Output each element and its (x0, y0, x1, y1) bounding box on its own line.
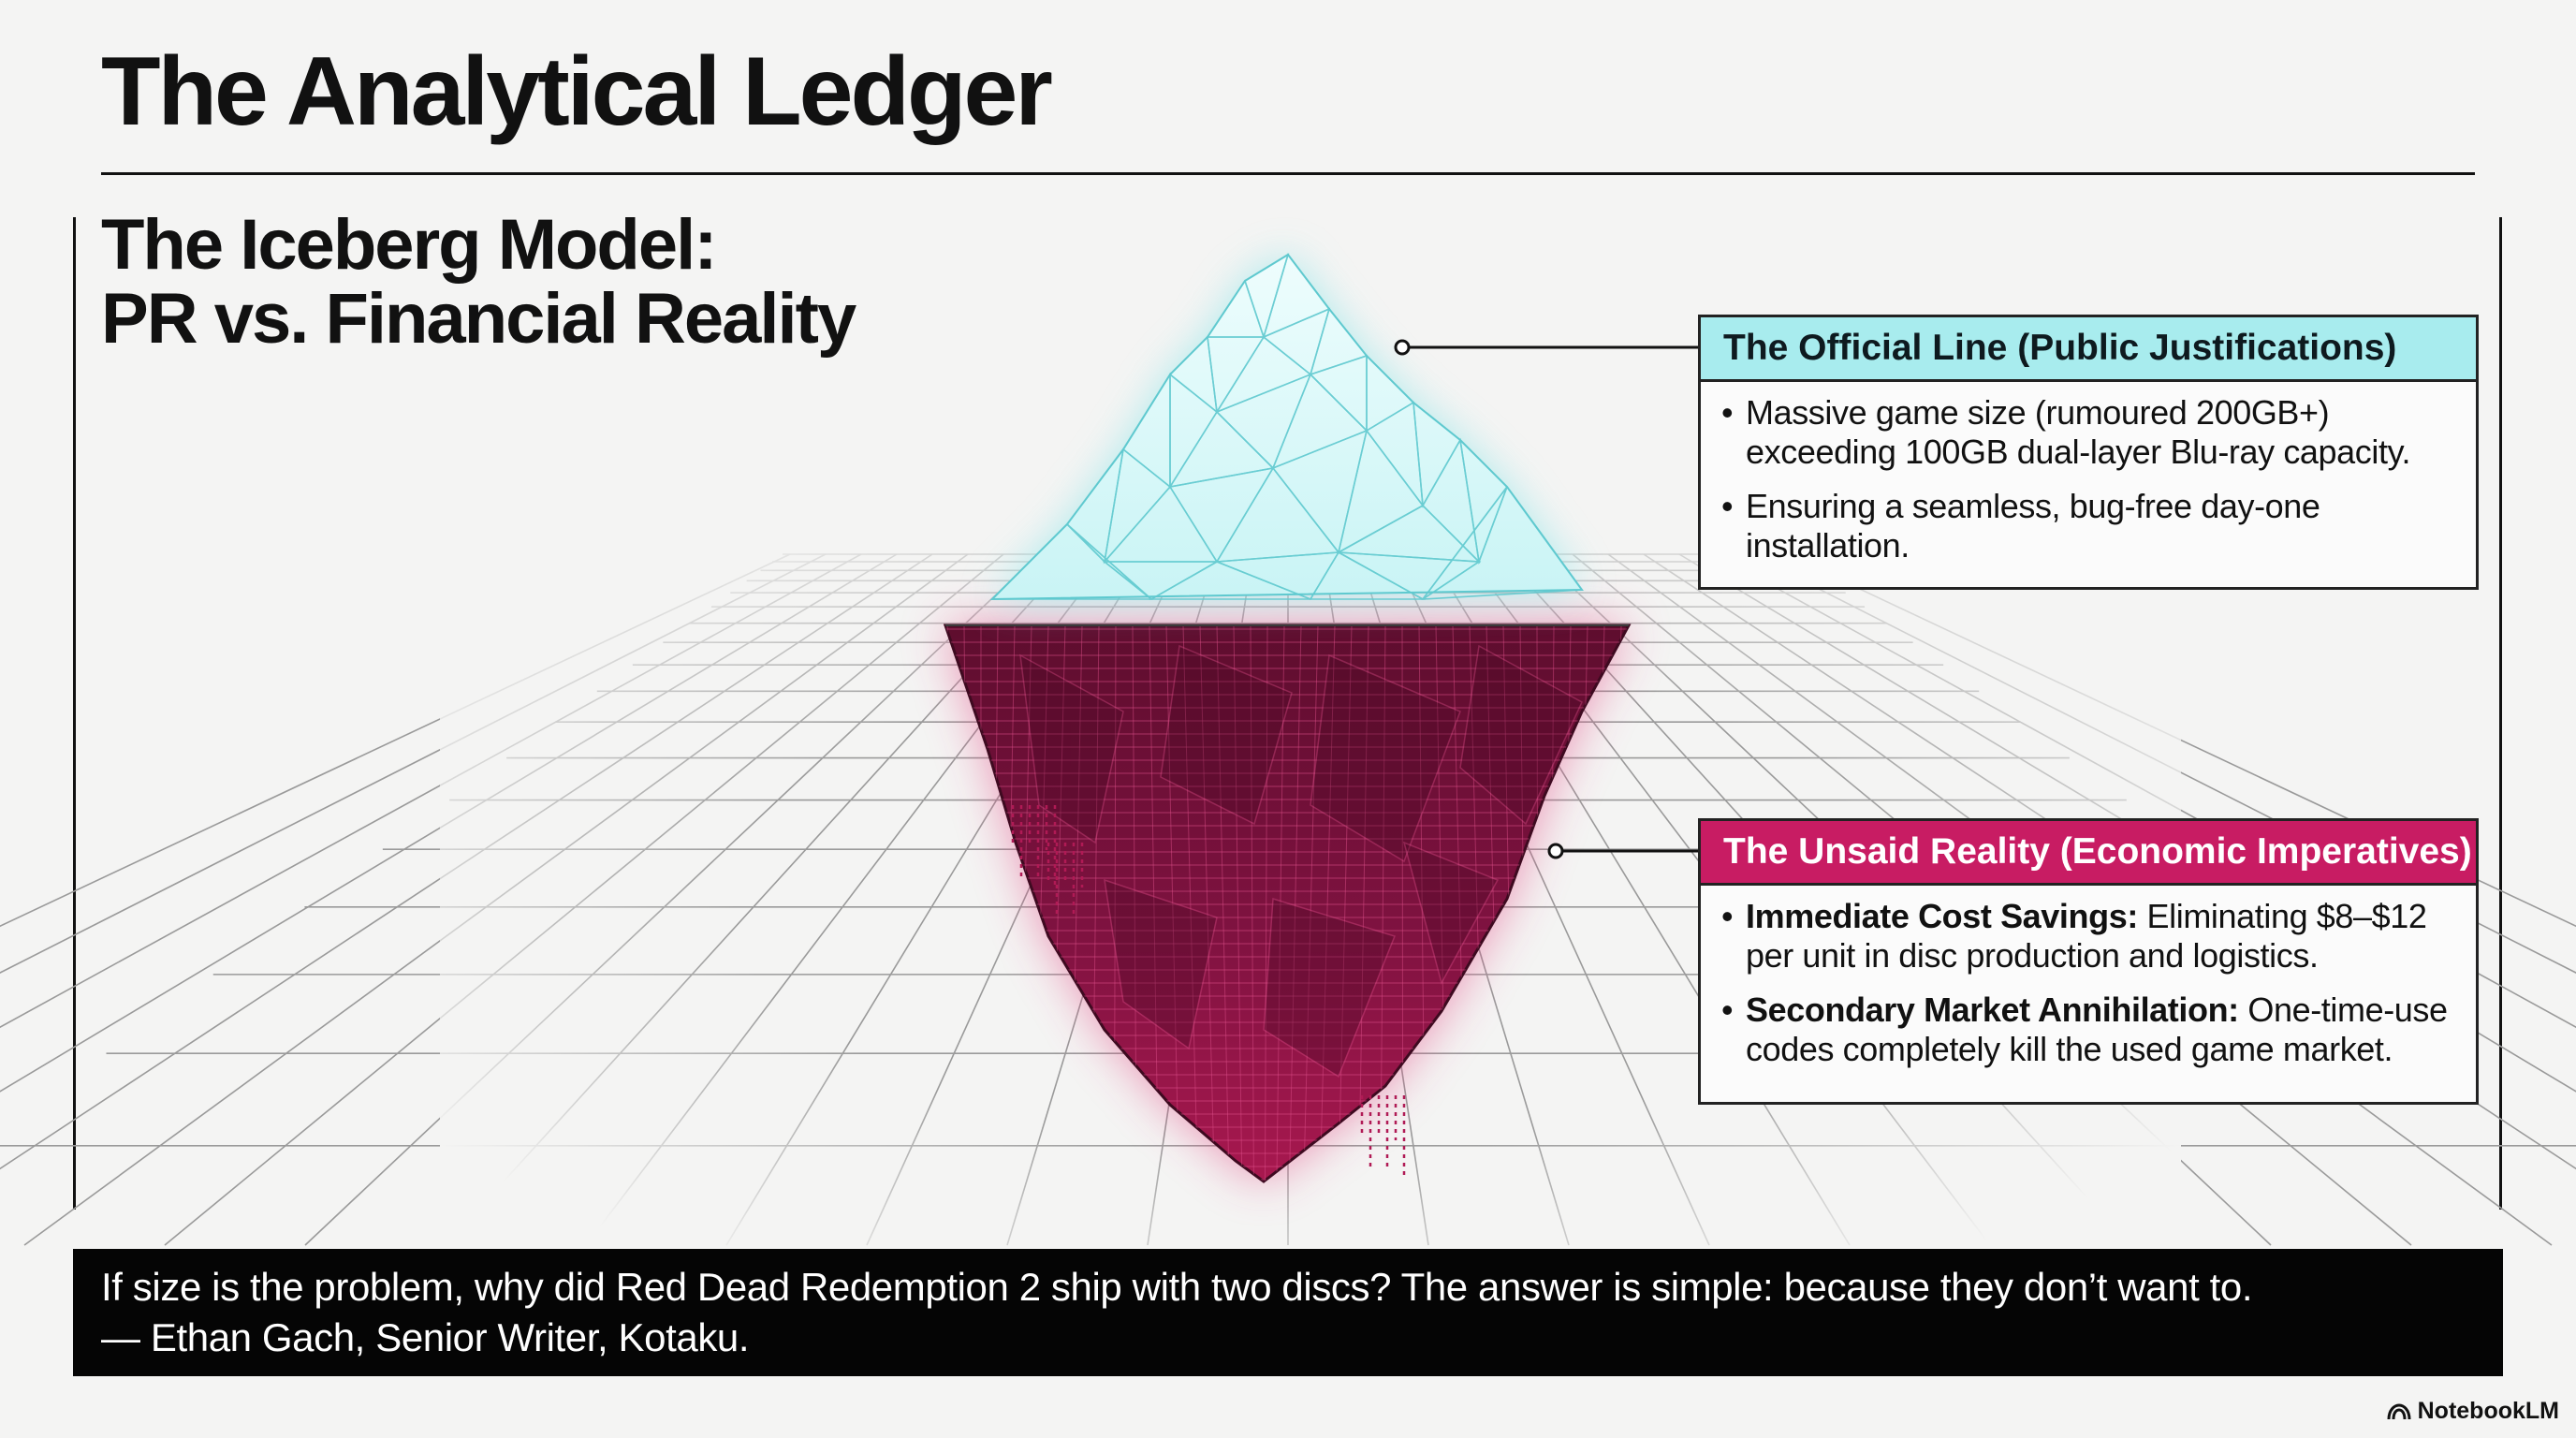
mesh-line (1165, 625, 1180, 1181)
mesh-line (1199, 625, 1216, 1181)
list-item: Secondary Market Annihilation: One-time-… (1721, 990, 2455, 1069)
mesh-line (1216, 625, 1230, 1181)
unsaid-connector (1547, 843, 1698, 859)
mesh-facet (1402, 841, 1500, 986)
mesh-line (1276, 625, 1285, 1181)
mesh-line (1288, 625, 1302, 1181)
mesh-facet (1160, 644, 1293, 826)
title-divider (101, 172, 2475, 175)
tip-facet (1422, 486, 1508, 600)
mesh-facet (1263, 898, 1396, 1078)
notebooklm-branding: NotebookLM (2386, 1398, 2559, 1425)
unsaid-reality-list: Immediate Cost Savings: Eliminating $8–$… (1701, 886, 2476, 1069)
mesh-line (1233, 625, 1243, 1181)
iceberg-tip (989, 253, 1584, 601)
iceberg-underwater-mass (943, 624, 1632, 1183)
page-title: The Analytical Ledger (101, 37, 1053, 146)
mesh-line (1250, 625, 1254, 1181)
right-frame-line (2499, 217, 2502, 1210)
official-line-heading: The Official Line (Public Justifications… (1701, 317, 2476, 382)
mesh-facet (1019, 653, 1124, 844)
mesh-line (1319, 625, 1336, 1181)
list-item: Ensuring a seamless, bug-free day-one in… (1721, 487, 2455, 565)
subtitle-line-1: The Iceberg Model: (101, 205, 718, 285)
list-item: Immediate Cost Savings: Eliminating $8–$… (1721, 897, 2455, 976)
official-connector (1394, 339, 1698, 356)
notebooklm-logo-icon (2387, 1402, 2411, 1419)
quote-attribution: — Ethan Gach, Senior Writer, Kotaku. (101, 1315, 750, 1359)
list-item-lead: Immediate Cost Savings: (1746, 897, 2138, 935)
slide-subtitle: The Iceberg Model: PR vs. Financial Real… (101, 205, 856, 360)
mesh-facet (1310, 653, 1461, 863)
tip-mesh (990, 253, 1584, 600)
list-item: Massive game size (rumoured 200GB+) exce… (1721, 393, 2455, 472)
quote-text: If size is the problem, why did Red Dead… (101, 1265, 2253, 1309)
mesh-facet (1104, 878, 1218, 1050)
mesh-line (1338, 625, 1353, 1181)
quote-banner: If size is the problem, why did Red Dead… (73, 1249, 2503, 1376)
mesh-line (1303, 625, 1319, 1181)
subtitle-line-2: PR vs. Financial Reality (101, 279, 856, 360)
left-frame-line (73, 217, 76, 1210)
brand-label: NotebookLM (2417, 1398, 2559, 1424)
list-item-lead: Secondary Market Annihilation: (1746, 990, 2239, 1029)
mesh-facet (1459, 644, 1583, 826)
unsaid-reality-heading: The Unsaid Reality (Economic Imperatives… (1701, 821, 2476, 886)
mesh-line (1182, 625, 1199, 1181)
mesh-line (1358, 625, 1369, 1181)
mesh-line (1264, 625, 1268, 1181)
official-line-list: Massive game size (rumoured 200GB+) exce… (1701, 382, 2476, 565)
data-drips (1011, 805, 1406, 1175)
unsaid-reality-callout: The Unsaid Reality (Economic Imperatives… (1698, 818, 2479, 1105)
official-line-callout: The Official Line (Public Justifications… (1698, 315, 2479, 590)
